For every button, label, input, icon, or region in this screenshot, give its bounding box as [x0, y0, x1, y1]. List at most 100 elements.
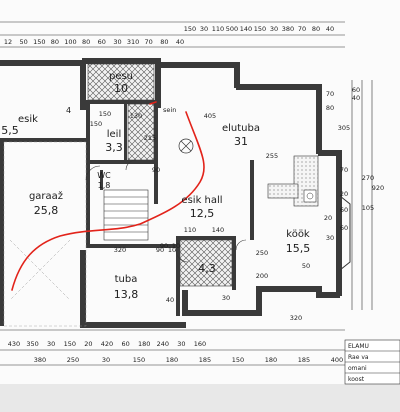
dims-inner-13: 405 [204, 112, 216, 120]
dims-inner-26: 920 [372, 184, 384, 192]
dims-inner-24: 270 [362, 174, 374, 182]
dims-top-12: 150 [184, 25, 196, 33]
dims-bottom-19: 185 [298, 356, 310, 364]
door-swings [85, 159, 247, 263]
dims-inner-28: 60 [352, 86, 360, 94]
dims-bottom-5: 420 [101, 340, 113, 348]
pesu-hatch [87, 63, 155, 101]
dims-bottom-3: 150 [64, 340, 76, 348]
dims-top-21: 80 [312, 25, 320, 33]
dims-top-17: 150 [254, 25, 266, 33]
title-line-4: koost [348, 376, 365, 383]
room-name-elutuba: elutuba [222, 123, 260, 134]
dims-inner-8: 255 [266, 152, 278, 160]
dims-inner-7: 140 [212, 226, 224, 234]
room-area-esik-hall: 12,5 [190, 207, 215, 220]
dims-top-18: 30 [270, 25, 278, 33]
dims-top-14: 110 [212, 25, 224, 33]
dims-bottom-17: 150 [232, 356, 244, 364]
corner-number: 4 [66, 106, 71, 115]
dims-inner-27: 40 [352, 94, 360, 102]
title-line-3: omani [348, 365, 367, 372]
room-name-esik: esik [18, 114, 38, 125]
dims-top-10: 80 [160, 38, 168, 46]
red-annotation-lines [11, 101, 205, 291]
room-name-kook: köök [286, 229, 310, 240]
dims-top-7: 30 [113, 38, 121, 46]
dims-inner-31: 90 [152, 166, 160, 174]
title-block: ELAMU Rae va omani koost [344, 339, 400, 385]
dims-top-20: 70 [298, 25, 306, 33]
dims-inner-19: 60 [340, 224, 348, 232]
dims-bottom-20: 400 [331, 356, 343, 364]
dims-bottom-4: 20 [84, 340, 92, 348]
dims-inner-30: 10 [172, 242, 180, 250]
dims-top-15: 500 [226, 25, 238, 33]
dims-inner-3: 320 [114, 246, 126, 254]
dims-bottom-11: 380 [34, 356, 46, 364]
room-name-pesu: pesu [109, 71, 133, 82]
dims-top-0: 12 [4, 38, 12, 46]
dims-inner-33: 40 [166, 296, 174, 304]
room-name-garaaz: garaaž [29, 190, 63, 202]
bottom-dimension-labels: 430 350 30 150 20 420 60 180 240 30 160 380 250 30 150… [8, 340, 343, 364]
leil-hatch [127, 103, 155, 161]
dims-inner-20: 60 [340, 206, 348, 214]
room-area-pesu: 10 [114, 82, 128, 95]
small-room-hatch [179, 239, 233, 287]
dims-bottom-13: 30 [102, 356, 110, 364]
dims-inner-10: 250 [256, 249, 268, 257]
dims-bottom-8: 240 [157, 340, 169, 348]
bottom-dimension-lines [0, 329, 345, 366]
dims-inner-17: 30 [326, 234, 334, 242]
garage-slab [3, 141, 87, 327]
dims-inner-21: 20 [340, 190, 348, 198]
dims-bottom-0: 430 [8, 340, 20, 348]
dims-top-6: 60 [98, 38, 106, 46]
top-dimension-lines [0, 21, 345, 48]
right-dimension-lines [351, 80, 373, 310]
dims-bottom-2: 30 [47, 340, 55, 348]
dims-top-9: 70 [145, 38, 153, 46]
room-area-elutuba: 31 [234, 135, 248, 148]
dims-inner-32: 150 [90, 120, 102, 128]
dims-top-4: 100 [64, 38, 76, 46]
ceiling-fan-icon [178, 138, 194, 154]
dims-top-8: 310 [127, 38, 139, 46]
dims-top-1: 50 [19, 38, 27, 46]
dims-bottom-15: 180 [166, 356, 178, 364]
dims-inner-25: 105 [362, 204, 374, 212]
dims-inner-18: 20 [324, 214, 332, 222]
sein-note: sein [163, 106, 176, 114]
kitchen-counter [267, 155, 319, 207]
dims-bottom-10: 160 [194, 340, 206, 348]
dims-inner-14: 320 [290, 314, 302, 322]
dims-inner-29: 90 [160, 242, 168, 250]
dims-inner-6: 110 [184, 226, 196, 234]
dims-top-16: 140 [240, 25, 252, 33]
dims-bottom-12: 250 [67, 356, 79, 364]
dims-top-19: 380 [282, 25, 294, 33]
dims-bottom-6: 60 [121, 340, 129, 348]
dims-top-2: 150 [33, 38, 45, 46]
room-area-leil: 3,3 [105, 141, 123, 154]
staircase [103, 189, 149, 241]
dims-bottom-1: 350 [26, 340, 38, 348]
room-name-wc: WC [97, 171, 111, 180]
room-name-tuba: tuba [115, 274, 138, 285]
dims-inner-9: 200 [256, 272, 268, 280]
dims-bottom-14: 150 [133, 356, 145, 364]
dims-inner-0: 150 [99, 110, 111, 118]
room-area-tuba: 13,8 [114, 288, 139, 301]
room-area-kook: 15,5 [286, 242, 311, 255]
dims-inner-23: 305 [338, 124, 350, 132]
dims-inner-4: 90 [156, 246, 164, 254]
dims-inner-11: 70 [326, 90, 334, 98]
dims-bottom-18: 180 [265, 356, 277, 364]
dims-bottom-9: 30 [177, 340, 185, 348]
title-line-2: Rae va [348, 354, 369, 361]
dims-bottom-16: 185 [199, 356, 211, 364]
dims-inner-2: 215 [144, 134, 156, 142]
